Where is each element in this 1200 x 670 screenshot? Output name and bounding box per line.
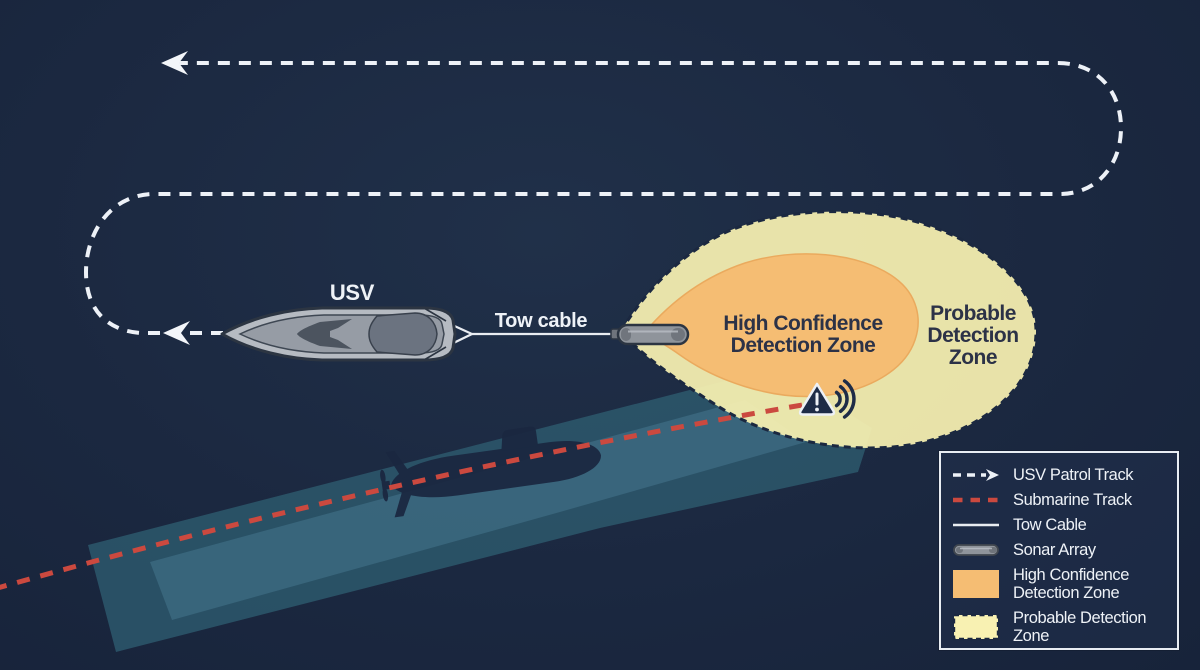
usv-label: USV bbox=[330, 280, 375, 305]
legend-item-sonar-array: Sonar Array bbox=[952, 537, 1167, 562]
usv-windshield bbox=[297, 319, 352, 349]
submarine-track-sample-icon bbox=[952, 493, 1000, 507]
sonar-wake-band bbox=[88, 368, 872, 652]
legend-item-submarine-track: Submarine Track bbox=[952, 487, 1167, 512]
detection-alert-icon bbox=[798, 382, 836, 416]
usv-patrol-track bbox=[83, 61, 1124, 335]
svg-text:Detection Zone: Detection Zone bbox=[731, 334, 876, 357]
legend-item-probable-zone: Probable Detection Zone bbox=[952, 605, 1167, 648]
tow-cable-label: Tow cable bbox=[495, 310, 588, 332]
high-confidence-detection-zone bbox=[643, 253, 919, 398]
usv-boat bbox=[220, 306, 457, 362]
svg-text:Probable: Probable bbox=[930, 302, 1016, 325]
legend-label: Submarine Track bbox=[1013, 490, 1132, 509]
legend-item-high-confidence-zone: High Confidence Detection Zone bbox=[952, 562, 1167, 605]
submarine-silhouette bbox=[380, 426, 601, 518]
legend-item-usv-patrol-track: USV Patrol Track bbox=[952, 462, 1167, 487]
legend-label: Sonar Array bbox=[1013, 540, 1096, 559]
legend: USV Patrol Track Submarine Track Tow Cab… bbox=[938, 450, 1180, 651]
tow-cable-sample-icon bbox=[952, 518, 1000, 532]
legend-label: Probable Detection Zone bbox=[1013, 608, 1147, 645]
submarine-track bbox=[0, 401, 809, 590]
zone-label-high-confidence: High Confidence Detection Zone bbox=[723, 312, 883, 357]
sound-waves-icon bbox=[834, 379, 856, 419]
usv-patrol-track-sample-icon bbox=[952, 468, 1000, 482]
svg-text:Detection: Detection bbox=[927, 324, 1018, 347]
sonar-array bbox=[610, 323, 690, 346]
legend-label: Tow Cable bbox=[1013, 515, 1087, 534]
svg-text:High Confidence: High Confidence bbox=[723, 312, 882, 335]
probable-zone-swatch bbox=[952, 613, 1000, 641]
high-confidence-zone-swatch bbox=[952, 569, 1000, 599]
patrol-arrow-top-icon bbox=[161, 51, 188, 75]
legend-item-tow-cable: Tow Cable bbox=[952, 512, 1167, 537]
legend-label: USV Patrol Track bbox=[1013, 465, 1134, 484]
legend-label: High Confidence Detection Zone bbox=[1013, 565, 1129, 602]
patrol-arrow-bottom-icon bbox=[163, 321, 190, 345]
usv-cabin bbox=[368, 312, 438, 356]
zone-label-probable: Probable Detection Zone bbox=[927, 302, 1019, 369]
svg-text:Zone: Zone bbox=[949, 346, 997, 369]
sonar-array-sample-icon bbox=[952, 542, 1000, 558]
